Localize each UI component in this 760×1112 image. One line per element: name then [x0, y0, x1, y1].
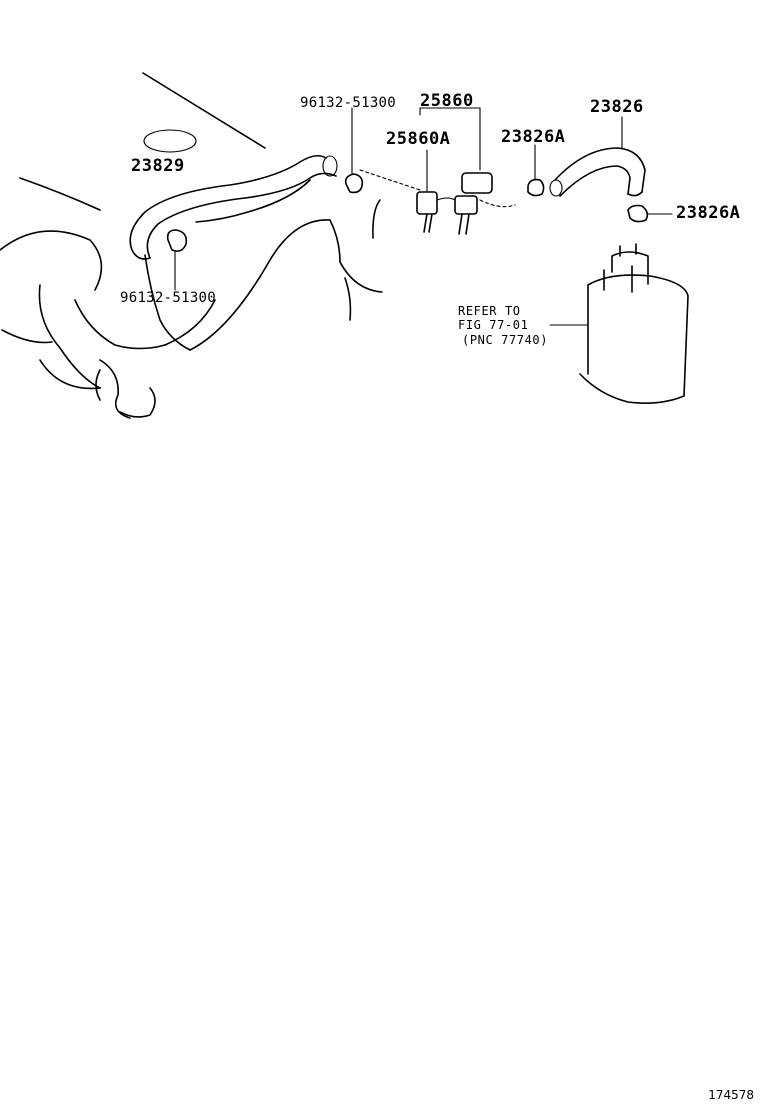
- clamp-23826a-upper: [527, 144, 545, 197]
- label-96132-bottom: 96132-51300: [120, 290, 217, 306]
- label-23826a-upper: 23826A: [501, 127, 566, 147]
- label-23826a-right: 23826A: [676, 203, 741, 223]
- route-line-1: [359, 169, 421, 191]
- figure-id: 174578: [708, 1088, 754, 1102]
- hose-23829: [129, 129, 338, 260]
- route-line-2: [479, 199, 516, 208]
- label-23826: 23826: [590, 97, 644, 117]
- clamp-23826a-right: [627, 204, 673, 223]
- engine-outline: [0, 72, 383, 419]
- refer-line-1: REFER TO: [458, 304, 521, 318]
- valve-pipe: [372, 199, 381, 239]
- refer-line-2: FIG 77-01: [458, 318, 529, 332]
- label-25860a: 25860A: [386, 129, 451, 149]
- refer-line-3: (PNC 77740): [462, 333, 549, 347]
- charcoal-canister: [549, 243, 689, 404]
- valve-link: [436, 197, 456, 201]
- hose-23826: [549, 116, 646, 197]
- label-23829: 23829: [131, 156, 185, 176]
- label-96132-top: 96132-51300: [300, 95, 397, 111]
- clip-96132-bottom: [166, 229, 188, 291]
- valve-25860: [419, 107, 493, 235]
- label-25860: 25860: [420, 91, 474, 111]
- valve-25860a: [416, 149, 438, 233]
- clip-96132-top: [344, 107, 364, 194]
